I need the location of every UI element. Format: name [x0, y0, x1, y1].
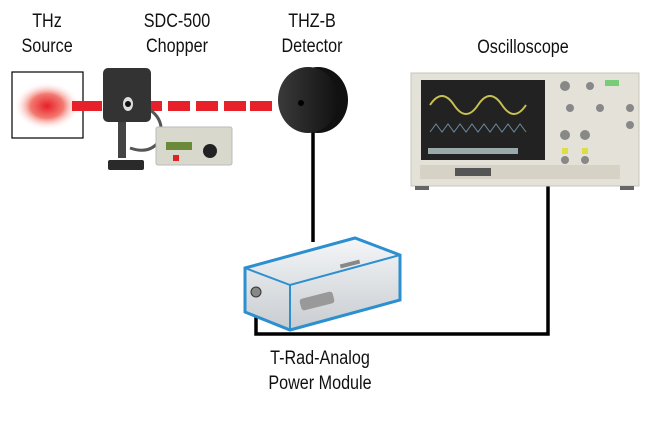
thz-b-detector — [278, 67, 348, 133]
label-line: T-Rad-Analog — [270, 348, 370, 369]
t-rad-analog-power-module — [243, 236, 402, 332]
thz-source-label: THz Source — [22, 9, 73, 59]
label-line: THZ-B — [288, 11, 336, 32]
label-line: SDC-500 — [143, 11, 211, 32]
label-line: Source — [21, 36, 73, 57]
chopper-label: SDC-500 Chopper — [139, 9, 216, 59]
label-line: Detector — [281, 36, 343, 57]
label-line: Power Module — [268, 373, 372, 394]
power-module-label: T-Rad-Analog Power Module — [265, 346, 376, 396]
detector-label: THZ-B Detector — [274, 9, 351, 59]
oscilloscope-label: Oscilloscope — [477, 37, 569, 58]
thz-source — [11, 71, 84, 139]
sdc-500-chopper — [103, 68, 233, 170]
thz-beam — [72, 101, 272, 111]
label-line: THz — [32, 11, 62, 32]
label-line: Chopper — [146, 36, 208, 57]
oscilloscope — [410, 72, 640, 190]
